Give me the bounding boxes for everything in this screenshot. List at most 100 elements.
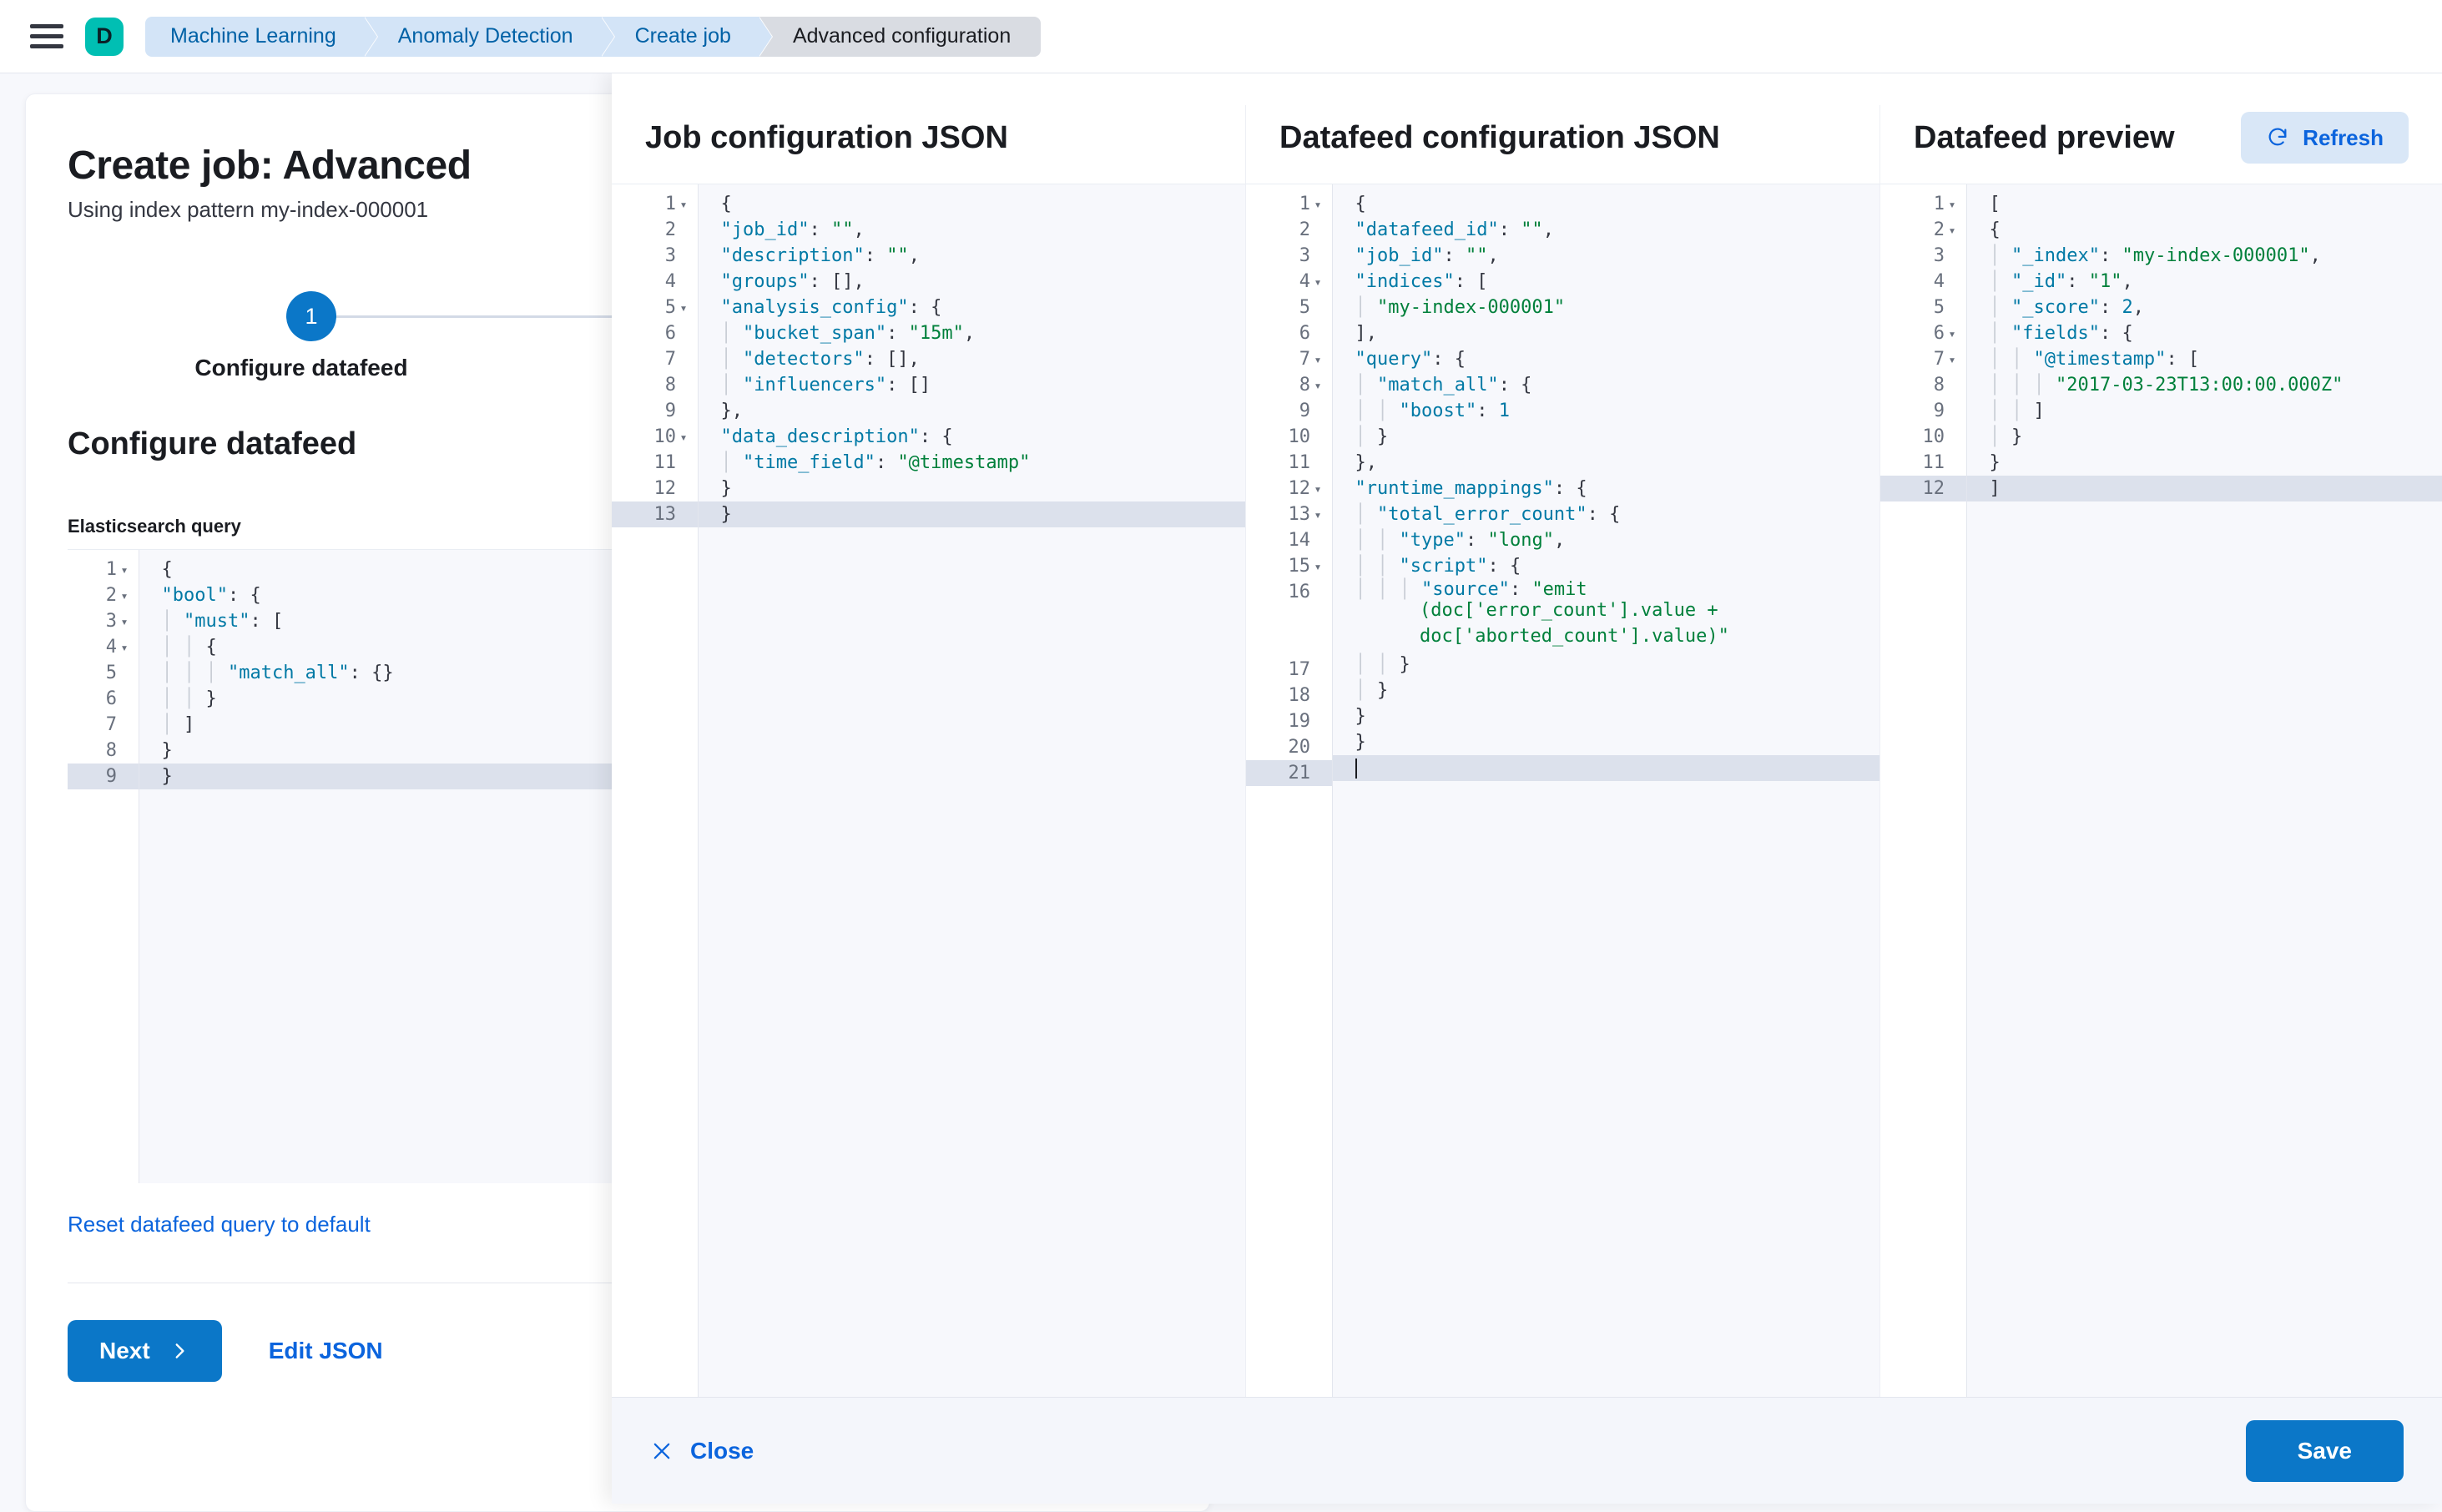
- code-line[interactable]: "job_id": "",: [699, 217, 1245, 243]
- indent-guide: │ │: [1333, 654, 1400, 675]
- fold-arrow-icon[interactable]: ▾: [679, 429, 688, 445]
- code-line[interactable]: │ "_score": 2,: [1967, 295, 2442, 320]
- code-line[interactable]: │ "_id": "1",: [1967, 269, 2442, 295]
- fold-arrow-icon[interactable]: ▾: [679, 196, 688, 212]
- code-line[interactable]: │ │ "script": {: [1333, 553, 1879, 579]
- indent-guide: │: [699, 452, 743, 473]
- fold-arrow-icon[interactable]: ▾: [1314, 274, 1322, 290]
- code-line[interactable]: │ "fields": {: [1967, 320, 2442, 346]
- code-line[interactable]: │ │ "type": "long",: [1333, 527, 1879, 553]
- code-line[interactable]: │ ]: [139, 712, 1186, 738]
- fold-arrow-icon[interactable]: ▾: [120, 639, 129, 655]
- breadcrumb-item-2[interactable]: Create job: [601, 16, 773, 57]
- code-line[interactable]: │ "my-index-000001": [1333, 295, 1879, 320]
- indent-guide: [1333, 219, 1355, 240]
- code-line[interactable]: │ │ │ "source": "emit(doc['error_count']…: [1333, 579, 1879, 652]
- fold-arrow-icon[interactable]: ▾: [1314, 558, 1322, 574]
- fold-arrow-icon[interactable]: ▾: [120, 562, 129, 577]
- code-line[interactable]: },: [699, 398, 1245, 424]
- code-line[interactable]: │ │ │ "match_all": {}: [139, 660, 1186, 686]
- fold-arrow-icon[interactable]: ▾: [1948, 325, 1956, 341]
- next-button[interactable]: Next: [68, 1320, 222, 1382]
- code-line[interactable]: │ "must": [: [139, 608, 1186, 634]
- step-number-badge[interactable]: 1: [286, 291, 336, 341]
- close-button[interactable]: Close: [650, 1438, 754, 1464]
- breadcrumb-item-1[interactable]: Anomaly Detection: [364, 16, 614, 57]
- code-line[interactable]: ],: [1333, 320, 1879, 346]
- editor-code-area[interactable]: { "job_id": "", "description": "", "grou…: [699, 184, 1245, 1397]
- code-line[interactable]: "analysis_config": {: [699, 295, 1245, 320]
- code-line[interactable]: }: [139, 738, 1186, 764]
- code-token: ,: [2122, 271, 2133, 292]
- reset-datafeed-query-link[interactable]: Reset datafeed query to default: [68, 1212, 371, 1237]
- code-line[interactable]: │ │ ]: [1967, 398, 2442, 424]
- save-button[interactable]: Save: [2245, 1419, 2404, 1482]
- code-line[interactable]: │ "total_error_count": {: [1333, 501, 1879, 527]
- fold-arrow-icon[interactable]: ▾: [120, 587, 129, 603]
- code-line[interactable]: │ │ "boost": 1: [1333, 398, 1879, 424]
- fold-arrow-icon[interactable]: ▾: [1314, 351, 1322, 367]
- code-line[interactable]: │ }: [1333, 678, 1879, 703]
- editor-code-area[interactable]: [ { │ "_index": "my-index-000001", │ "_i…: [1967, 184, 2442, 1397]
- code-token: "": [1521, 219, 1543, 240]
- code-line[interactable]: [: [1967, 191, 2442, 217]
- code-line[interactable]: {: [699, 191, 1245, 217]
- refresh-button-label: Refresh: [2303, 124, 2384, 150]
- code-line[interactable]: │ "bucket_span": "15m",: [699, 320, 1245, 346]
- code-line[interactable]: │ │ }: [1333, 652, 1879, 678]
- editor-code-area[interactable]: { "datafeed_id": "", "job_id": "", "indi…: [1333, 184, 1879, 1397]
- code-line[interactable]: │ │ }: [139, 686, 1186, 712]
- app-logo[interactable]: D: [85, 17, 124, 56]
- code-line[interactable]: },: [1333, 450, 1879, 476]
- code-line[interactable]: │ "match_all": {: [1333, 372, 1879, 398]
- fold-arrow-icon[interactable]: ▾: [120, 613, 129, 629]
- edit-json-button[interactable]: Edit JSON: [268, 1338, 383, 1363]
- code-line[interactable]: "runtime_mappings": {: [1333, 476, 1879, 501]
- code-line[interactable]: │ "_index": "my-index-000001",: [1967, 243, 2442, 269]
- code-line[interactable]: │ "time_field": "@timestamp": [699, 450, 1245, 476]
- refresh-button[interactable]: Refresh: [2241, 112, 2409, 164]
- line-number: 6: [664, 323, 676, 344]
- line-number: 10: [1288, 426, 1311, 447]
- code-line[interactable]: {: [1333, 191, 1879, 217]
- fold-arrow-icon[interactable]: ▾: [1948, 196, 1956, 212]
- code-line[interactable]: ]: [1967, 476, 2442, 501]
- fold-arrow-icon[interactable]: ▾: [1948, 222, 1956, 238]
- code-line[interactable]: }: [1333, 729, 1879, 755]
- code-line[interactable]: "job_id": "",: [1333, 243, 1879, 269]
- code-line[interactable]: │ }: [1333, 424, 1879, 450]
- breadcrumb-item-3[interactable]: Advanced configuration: [759, 16, 1042, 57]
- code-line[interactable]: "bool": {: [139, 582, 1186, 608]
- code-line[interactable]: │ │ {: [139, 634, 1186, 660]
- code-line[interactable]: │ │ "@timestamp": [: [1967, 346, 2442, 372]
- code-line[interactable]: "groups": [],: [699, 269, 1245, 295]
- code-line[interactable]: [1333, 755, 1879, 781]
- code-line[interactable]: }: [699, 501, 1245, 527]
- fold-arrow-icon[interactable]: ▾: [1314, 507, 1322, 522]
- code-line[interactable]: │ │ │ "2017-03-23T13:00:00.000Z": [1967, 372, 2442, 398]
- code-line[interactable]: }: [1967, 450, 2442, 476]
- breadcrumb-label: Advanced configuration: [792, 24, 1012, 48]
- code-line[interactable]: }: [699, 476, 1245, 501]
- code-line[interactable]: │ "detectors": [],: [699, 346, 1245, 372]
- fold-arrow-icon[interactable]: ▾: [1314, 377, 1322, 393]
- code-line[interactable]: "indices": [: [1333, 269, 1879, 295]
- code-line[interactable]: "query": {: [1333, 346, 1879, 372]
- code-line[interactable]: "datafeed_id": "",: [1333, 217, 1879, 243]
- breadcrumb-item-0[interactable]: Machine Learning: [145, 16, 377, 57]
- fold-arrow-icon[interactable]: ▾: [679, 300, 688, 315]
- code-line[interactable]: {: [1967, 217, 2442, 243]
- fold-arrow-icon[interactable]: ▾: [1948, 351, 1956, 367]
- code-line[interactable]: │ }: [1967, 424, 2442, 450]
- code-line[interactable]: "data_description": {: [699, 424, 1245, 450]
- code-line[interactable]: {: [139, 557, 1186, 582]
- code-line[interactable]: │ "influencers": []: [699, 372, 1245, 398]
- fold-arrow-icon[interactable]: ▾: [1314, 481, 1322, 496]
- code-line[interactable]: "description": "",: [699, 243, 1245, 269]
- hamburger-menu-icon[interactable]: [30, 23, 63, 51]
- code-line[interactable]: }: [1333, 703, 1879, 729]
- fold-arrow-icon[interactable]: ▾: [1314, 196, 1322, 212]
